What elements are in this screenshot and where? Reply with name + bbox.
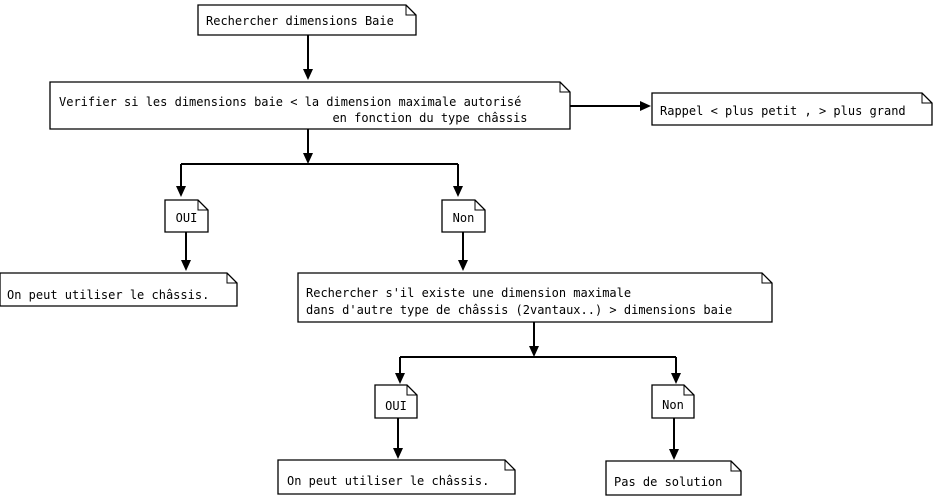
- note-fold-corner: [405, 5, 416, 16]
- note-shape: [164, 199, 209, 233]
- node-label-line: On peut utiliser le châssis.: [287, 474, 489, 488]
- node-utiliser-2: On peut utiliser le châssis.: [277, 459, 516, 495]
- arrow-down-icon: [669, 449, 679, 460]
- node-label-line: Non: [453, 211, 475, 225]
- node-label-line: Rappel < plus petit , > plus grand: [660, 104, 906, 118]
- node-label-line: Rechercher dimensions Baie: [206, 14, 394, 28]
- note-fold-corner: [559, 82, 570, 93]
- arrow-down-icon: [303, 69, 313, 80]
- note-shape: [277, 459, 516, 495]
- connector-layer: [176, 35, 681, 460]
- node-label-line: On peut utiliser le châssis.: [7, 288, 209, 302]
- node-rechercher-autre: Rechercher s'il existe une dimension max…: [297, 272, 773, 323]
- node-non-2: Non: [651, 384, 695, 419]
- node-verifier: Verifier si les dimensions baie < la dim…: [49, 81, 571, 130]
- arrow-down-icon: [181, 260, 191, 271]
- node-label-line: OUI: [176, 211, 198, 225]
- note-shape: [49, 81, 571, 130]
- note-fold-corner: [504, 460, 515, 471]
- arrow-down-icon: [458, 260, 468, 271]
- note-fold-corner: [683, 385, 694, 396]
- arrow-down-icon: [395, 373, 405, 384]
- note-shape: [441, 199, 486, 233]
- note-fold-corner: [730, 461, 741, 472]
- note-fold-corner: [474, 200, 485, 211]
- note-fold-corner: [197, 200, 208, 211]
- note-fold-corner: [226, 273, 237, 284]
- node-label-line: en fonction du type châssis: [332, 111, 527, 125]
- note-shape: [651, 92, 933, 126]
- node-rechercher-baie: Rechercher dimensions Baie: [197, 4, 417, 36]
- note-fold-corner: [406, 385, 417, 396]
- node-oui-2: OUI: [374, 384, 418, 419]
- note-shape: [605, 460, 742, 496]
- note-fold-corner: [921, 93, 932, 104]
- arrow-down-icon: [529, 346, 539, 357]
- arrow-down-icon: [303, 153, 313, 164]
- note-fold-corner: [761, 273, 772, 284]
- node-pas-solution: Pas de solution: [605, 460, 742, 496]
- note-shape: [197, 4, 417, 36]
- node-label-line: Pas de solution: [614, 475, 722, 489]
- node-label-line: Non: [662, 398, 684, 412]
- node-utiliser-1: On peut utiliser le châssis.: [0, 272, 238, 307]
- arrow-down-icon: [393, 448, 403, 459]
- node-oui-1: OUI: [164, 199, 209, 233]
- arrow-down-icon: [453, 186, 463, 197]
- node-label-line: OUI: [385, 399, 407, 413]
- arrow-right-icon: [640, 101, 651, 111]
- node-non-1: Non: [441, 199, 486, 233]
- node-label-line: dans d'autre type de châssis (2vantaux..…: [306, 303, 732, 317]
- arrow-down-icon: [671, 373, 681, 384]
- arrow-down-icon: [176, 186, 186, 197]
- note-shape: [297, 272, 773, 323]
- note-shape: [0, 272, 238, 307]
- node-rappel: Rappel < plus petit , > plus grand: [651, 92, 933, 126]
- node-label-line: Verifier si les dimensions baie < la dim…: [59, 95, 521, 109]
- node-label-line: Rechercher s'il existe une dimension max…: [306, 286, 631, 300]
